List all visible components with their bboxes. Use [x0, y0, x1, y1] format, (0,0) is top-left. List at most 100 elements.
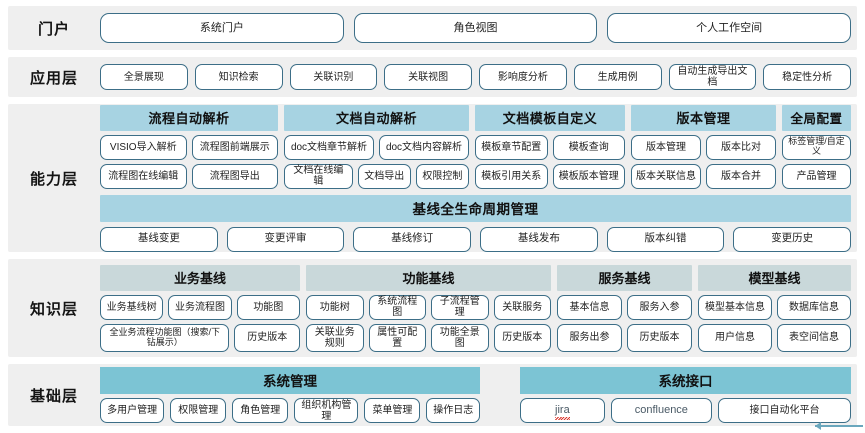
- kn-button-service-output-param[interactable]: 服务出参: [557, 323, 622, 352]
- knowledge-group-function-baseline: 功能基线 功能树 系统流程图 子流程管理 关联服务 关联业务规则 属性可配置 功…: [306, 264, 551, 352]
- cap-button-visio-import-parse[interactable]: VISIO导入解析: [100, 134, 187, 160]
- group-row: VISIO导入解析 流程图前端展示: [100, 134, 278, 160]
- app-button-knowledge-search[interactable]: 知识检索: [194, 64, 283, 90]
- lifecycle-button-row: 基线变更 变更评审 基线修订 基线发布 版本纠错 变更历史: [100, 226, 852, 252]
- app-button-relation-view[interactable]: 关联视图: [384, 64, 472, 90]
- portal-button-system-portal[interactable]: 系统门户: [100, 13, 344, 43]
- knowledge-group-model-baseline: 模型基线 模型基本信息 数据库信息 用户信息 表空间信息: [698, 264, 851, 352]
- kn-button-database-info[interactable]: 数据库信息: [777, 294, 851, 320]
- kn-button-user-info[interactable]: 用户信息: [698, 323, 772, 352]
- capability-group-list: 流程自动解析 VISIO导入解析 流程图前端展示 流程图在线编辑 流程图导出 文…: [100, 104, 851, 189]
- group-title-model-baseline: 模型基线: [698, 264, 851, 291]
- kn-button-basic-info[interactable]: 基本信息: [557, 294, 622, 320]
- kn-button-related-business-rule[interactable]: 关联业务规则: [306, 323, 364, 352]
- base-button-multi-user-manage[interactable]: 多用户管理: [100, 398, 165, 423]
- layer-label-portal: 门户: [37, 20, 70, 38]
- app-button-panorama[interactable]: 全景展现: [100, 64, 188, 90]
- kn-button-business-baseline-tree[interactable]: 业务基线树: [100, 294, 164, 320]
- group-title-system-interface: 系统接口: [520, 367, 851, 394]
- layer-label-capability: 能力层: [29, 170, 78, 188]
- layer-body-capability: 流程自动解析 VISIO导入解析 流程图前端展示 流程图在线编辑 流程图导出 文…: [100, 104, 857, 252]
- kn-button-full-business-process-function-diagram[interactable]: 全业务流程功能图（搜索/下钻展示）: [100, 323, 230, 352]
- app-button-auto-export-doc[interactable]: 自动生成导出文档: [668, 64, 757, 90]
- cap-button-doc-chapter-parse[interactable]: doc文档章节解析: [284, 134, 374, 160]
- cap-button-doc-export[interactable]: 文档导出: [357, 163, 411, 189]
- base-button-menu-manage[interactable]: 菜单管理: [364, 398, 421, 423]
- kn-button-function-tree[interactable]: 功能树: [306, 294, 364, 320]
- cap-button-version-compare[interactable]: 版本比对: [706, 134, 776, 160]
- group-row: 模型基本信息 数据库信息: [698, 294, 851, 320]
- portal-button-role-view[interactable]: 角色视图: [353, 13, 598, 43]
- kn-button-tablespace-info[interactable]: 表空间信息: [777, 323, 851, 352]
- group-row: 模板章节配置 模板查询: [475, 134, 625, 160]
- kn-button-system-flowchart[interactable]: 系统流程图: [368, 294, 426, 320]
- lifecycle-button-change-review[interactable]: 变更评审: [226, 226, 345, 252]
- group-row: 业务基线树 业务流程图 功能图: [100, 294, 300, 320]
- cap-button-tag-manage-custom[interactable]: 标签管理/自定义: [782, 134, 851, 160]
- layer-body-foundation: 系统管理 多用户管理 权限管理 角色管理 组织机构管理 菜单管理 操作日志 系统…: [100, 364, 857, 426]
- layer-body-application: 全景展现 知识检索 关联识别 关联视图 影响度分析 生成用例 自动生成导出文档 …: [100, 57, 857, 97]
- lifecycle-button-baseline-change[interactable]: 基线变更: [100, 226, 218, 252]
- cap-button-flowchart-frontend-display[interactable]: 流程图前端展示: [191, 134, 278, 160]
- group-row: 产品管理: [782, 163, 851, 189]
- arrow-left-icon: [815, 422, 863, 430]
- group-row: 服务出参 历史版本: [557, 323, 692, 352]
- group-title-function-baseline: 功能基线: [306, 264, 551, 291]
- layer-foundation: 基础层 系统管理 多用户管理 权限管理 角色管理 组织机构管理 菜单管理 操作日…: [8, 364, 857, 426]
- layer-body-portal: 系统门户 角色视图 个人工作空间: [100, 6, 857, 50]
- cap-button-product-manage[interactable]: 产品管理: [782, 163, 851, 189]
- group-title-baseline-lifecycle: 基线全生命周期管理: [100, 194, 851, 222]
- base-button-role-manage[interactable]: 角色管理: [232, 398, 289, 423]
- knowledge-group-list: 业务基线 业务基线树 业务流程图 功能图 全业务流程功能图（搜索/下钻展示） 历…: [100, 264, 851, 352]
- knowledge-group-business-baseline: 业务基线 业务基线树 业务流程图 功能图 全业务流程功能图（搜索/下钻展示） 历…: [100, 264, 300, 352]
- layer-label-knowledge: 知识层: [29, 300, 78, 318]
- cap-button-doc-online-edit[interactable]: 文档在线编辑: [284, 163, 353, 189]
- kn-button-attribute-configurable[interactable]: 属性可配置: [368, 323, 426, 352]
- kn-button-model-basic-info[interactable]: 模型基本信息: [698, 294, 772, 320]
- group-row: 基本信息 服务入参: [557, 294, 692, 320]
- portal-button-personal-workspace[interactable]: 个人工作空间: [607, 13, 852, 43]
- kn-button-subprocess-manage[interactable]: 子流程管理: [431, 294, 489, 320]
- kn-button-business-flowchart[interactable]: 业务流程图: [168, 294, 232, 320]
- app-button-relation-recognition[interactable]: 关联识别: [289, 64, 378, 90]
- base-button-operation-log[interactable]: 操作日志: [426, 398, 481, 423]
- cap-button-template-chapter-config[interactable]: 模板章节配置: [475, 134, 548, 160]
- cap-button-version-manage[interactable]: 版本管理: [631, 134, 701, 160]
- kn-button-history-version[interactable]: 历史版本: [627, 323, 692, 352]
- cap-button-template-version-manage[interactable]: 模板版本管理: [552, 163, 625, 189]
- cap-button-permission-control[interactable]: 权限控制: [415, 163, 469, 189]
- base-button-jira[interactable]: jira: [520, 398, 605, 423]
- foundation-group-list: 系统管理 多用户管理 权限管理 角色管理 组织机构管理 菜单管理 操作日志 系统…: [100, 367, 851, 423]
- kn-button-function-diagram[interactable]: 功能图: [236, 294, 300, 320]
- app-button-stability-analysis[interactable]: 稳定性分析: [763, 64, 851, 90]
- group-title-business-baseline: 业务基线: [100, 264, 300, 291]
- capability-group-global-config: 全局配置 标签管理/自定义 产品管理: [782, 104, 851, 189]
- kn-button-history-version[interactable]: 历史版本: [493, 323, 551, 352]
- cap-button-doc-content-parse[interactable]: doc文档内容解析: [379, 134, 469, 160]
- cap-button-version-relation-info[interactable]: 版本关联信息: [631, 163, 701, 189]
- lifecycle-button-version-correction[interactable]: 版本纠错: [606, 226, 725, 252]
- base-button-permission-manage[interactable]: 权限管理: [170, 398, 227, 423]
- group-title-service-baseline: 服务基线: [557, 264, 692, 291]
- kn-button-service-input-param[interactable]: 服务入参: [627, 294, 692, 320]
- base-button-confluence[interactable]: confluence: [610, 398, 712, 423]
- group-title-global-config: 全局配置: [782, 104, 851, 131]
- lifecycle-button-change-history[interactable]: 变更历史: [733, 226, 852, 252]
- base-button-org-structure-manage[interactable]: 组织机构管理: [294, 398, 359, 423]
- lifecycle-button-baseline-release[interactable]: 基线发布: [480, 226, 598, 252]
- app-button-impact-analysis[interactable]: 影响度分析: [479, 64, 567, 90]
- cap-button-template-query[interactable]: 模板查询: [552, 134, 625, 160]
- capability-group-version-manage: 版本管理 版本管理 版本比对 版本关联信息 版本合并: [631, 104, 776, 189]
- base-button-interface-automation-platform[interactable]: 接口自动化平台: [717, 398, 851, 423]
- group-title-version-manage: 版本管理: [631, 104, 776, 131]
- kn-button-function-panorama[interactable]: 功能全景图: [431, 323, 489, 352]
- cap-button-template-reference-relation[interactable]: 模板引用关系: [475, 163, 548, 189]
- lifecycle-button-baseline-revision[interactable]: 基线修订: [353, 226, 472, 252]
- kn-button-related-service[interactable]: 关联服务: [493, 294, 551, 320]
- kn-button-history-version[interactable]: 历史版本: [234, 323, 300, 352]
- cap-button-flowchart-export[interactable]: 流程图导出: [191, 163, 278, 189]
- cap-button-flowchart-online-edit[interactable]: 流程图在线编辑: [100, 163, 187, 189]
- app-button-generate-case[interactable]: 生成用例: [573, 64, 662, 90]
- cap-button-version-merge[interactable]: 版本合并: [706, 163, 776, 189]
